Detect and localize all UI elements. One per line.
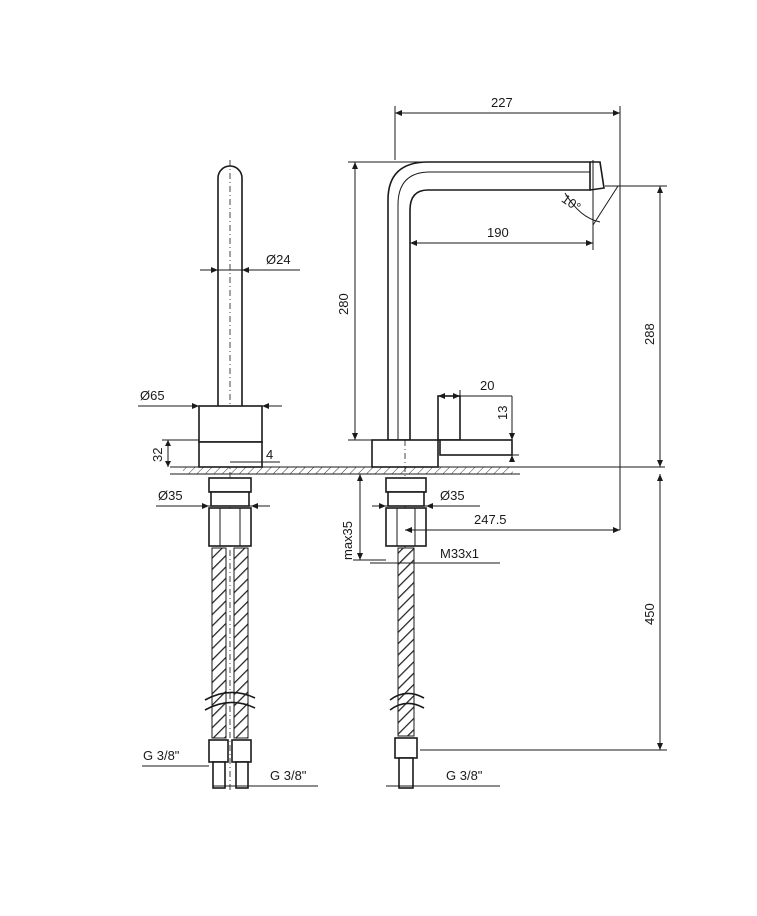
dim-m33x1: M33x1 xyxy=(440,546,479,561)
dimension-lines xyxy=(138,106,667,787)
dim-g38-left-a: G 3/8" xyxy=(143,748,180,763)
dim-g38-left-b: G 3/8" xyxy=(270,768,307,783)
dim-32: 32 xyxy=(150,448,165,462)
countertop xyxy=(170,466,665,475)
dim-65: Ø65 xyxy=(140,388,165,403)
dim-450: 450 xyxy=(642,603,657,625)
dim-24: Ø24 xyxy=(266,252,291,267)
dim-280: 280 xyxy=(336,293,351,315)
dim-247-5: 247.5 xyxy=(474,512,507,527)
side-view xyxy=(198,160,263,790)
dim-max35: max35 xyxy=(340,521,355,560)
dim-288: 288 xyxy=(642,323,657,345)
dim-190: 190 xyxy=(487,225,509,240)
dim-20: 20 xyxy=(480,378,494,393)
dim-g38-right: G 3/8" xyxy=(446,768,483,783)
dim-35-right: Ø35 xyxy=(440,488,465,503)
dim-13: 13 xyxy=(495,406,510,420)
dim-35-left: Ø35 xyxy=(158,488,183,503)
dim-227: 227 xyxy=(491,95,513,110)
dim-4: 4 xyxy=(266,447,273,462)
front-view xyxy=(371,161,605,790)
